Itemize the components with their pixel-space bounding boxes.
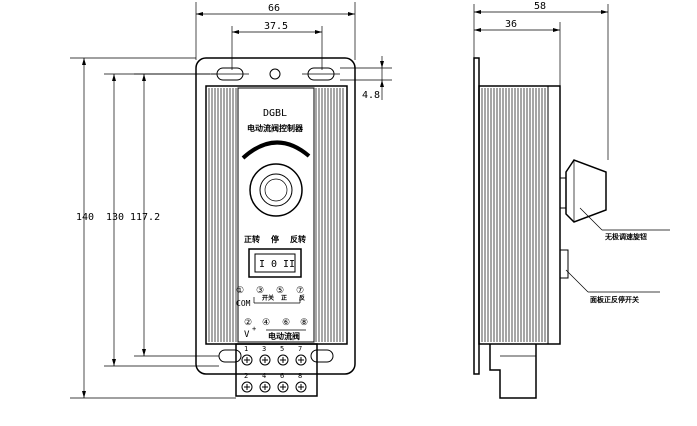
dim-label-37-5: 37.5 bbox=[264, 21, 288, 32]
screw-terminal-1[interactable] bbox=[241, 354, 253, 366]
switch-pos-2: II bbox=[283, 259, 295, 270]
dim-hole-size: 4.8 bbox=[340, 56, 392, 101]
dim-height-total: 140 bbox=[70, 57, 236, 399]
heat-fins-left bbox=[208, 88, 237, 342]
terminal-1-label: 1 bbox=[244, 345, 248, 353]
speed-arc bbox=[241, 140, 311, 160]
side-view: 58 36 bbox=[473, 1, 670, 399]
direction-switch-inner bbox=[254, 253, 296, 273]
terminal-6-label: 6 bbox=[280, 372, 284, 380]
center-hole bbox=[269, 68, 281, 80]
screw-terminal-7[interactable] bbox=[295, 354, 307, 366]
dim-depth-total: 58 bbox=[473, 1, 609, 160]
circle-1: ① bbox=[236, 286, 244, 296]
product-name: 电动流阀控制器 bbox=[247, 123, 304, 133]
dim-width-holes: 37.5 bbox=[231, 21, 323, 70]
circle-2: ② bbox=[244, 318, 252, 328]
circle-5-sub: 正 bbox=[281, 295, 287, 302]
terminal-bottom-row: 2 4 6 8 bbox=[241, 372, 307, 393]
switch-pos-1: I bbox=[259, 259, 265, 270]
direction-switch[interactable] bbox=[248, 248, 302, 278]
mount-slot-bottom-right bbox=[310, 349, 334, 363]
screw-terminal-5[interactable] bbox=[277, 354, 289, 366]
side-knob[interactable] bbox=[559, 159, 607, 223]
dim-height-mid: 130 bbox=[104, 73, 219, 367]
switch-label-reverse: 反转 bbox=[290, 234, 306, 244]
dim-label-130: 130 bbox=[106, 212, 124, 223]
speed-knob-inner bbox=[259, 173, 293, 207]
model-label: DGBL bbox=[263, 108, 287, 119]
dim-width-total: 66 bbox=[195, 2, 356, 60]
terminal-4-label: 4 bbox=[262, 372, 266, 380]
dim-depth-body: 36 bbox=[474, 19, 561, 86]
screw-terminal-8[interactable] bbox=[295, 381, 307, 393]
terminal-5-label: 5 bbox=[280, 345, 284, 353]
heat-fins-right bbox=[315, 88, 344, 342]
knob-callout: 无极调速旋钮 bbox=[604, 232, 647, 241]
side-switch[interactable] bbox=[559, 249, 569, 279]
circle-3: ③ bbox=[256, 286, 264, 296]
terminal-3-label: 3 bbox=[262, 345, 266, 353]
front-view: 66 37.5 4.8 bbox=[70, 2, 392, 399]
circle-5: ⑤ bbox=[276, 286, 284, 296]
speed-knob-center bbox=[264, 178, 288, 202]
terminal-block bbox=[235, 343, 318, 397]
circle-4: ④ bbox=[262, 318, 270, 328]
mount-slot-bottom-left bbox=[218, 349, 242, 363]
side-fins bbox=[481, 88, 546, 342]
screw-terminal-3[interactable] bbox=[259, 354, 271, 366]
mounting-plate bbox=[195, 57, 356, 375]
dim-label-140: 140 bbox=[76, 212, 94, 223]
dim-label-117-2: 117.2 bbox=[130, 212, 160, 223]
terminal-7-label: 7 bbox=[298, 345, 302, 353]
circle-6: ⑥ bbox=[282, 318, 290, 328]
vplus-label: V bbox=[244, 330, 250, 340]
dim-label-4-8: 4.8 bbox=[362, 90, 380, 101]
dim-label-36: 36 bbox=[505, 19, 517, 30]
side-body bbox=[478, 85, 561, 345]
terminal-8-label: 8 bbox=[298, 372, 302, 380]
dim-label-58: 58 bbox=[534, 1, 546, 12]
vplus-sup: + bbox=[252, 325, 256, 333]
com-label: COM bbox=[236, 299, 251, 308]
circle-7-sub: 反 bbox=[299, 294, 305, 302]
front-panel bbox=[237, 87, 315, 343]
switch-label-forward: 正转 bbox=[244, 234, 260, 244]
side-terminal bbox=[489, 344, 537, 399]
motor-label: 电动流阀 bbox=[268, 331, 300, 341]
screw-terminal-4[interactable] bbox=[259, 381, 271, 393]
circle-8: ⑧ bbox=[300, 318, 308, 328]
terminal-2-label: 2 bbox=[244, 372, 248, 380]
screw-terminal-6[interactable] bbox=[277, 381, 289, 393]
switch-callout: 面板正反停开关 bbox=[590, 295, 639, 304]
circle-3-sub: 开关 bbox=[262, 294, 274, 302]
terminal-top-row: 1 3 5 7 bbox=[241, 345, 307, 366]
dim-label-66: 66 bbox=[268, 3, 280, 14]
switch-pos-0: 0 bbox=[271, 259, 277, 270]
circle-7: ⑦ bbox=[296, 286, 304, 296]
screw-terminal-2[interactable] bbox=[241, 381, 253, 393]
dim-height-inner: 117.2 bbox=[130, 73, 219, 357]
switch-label-stop: 停 bbox=[271, 234, 279, 244]
speed-knob[interactable] bbox=[249, 163, 303, 217]
